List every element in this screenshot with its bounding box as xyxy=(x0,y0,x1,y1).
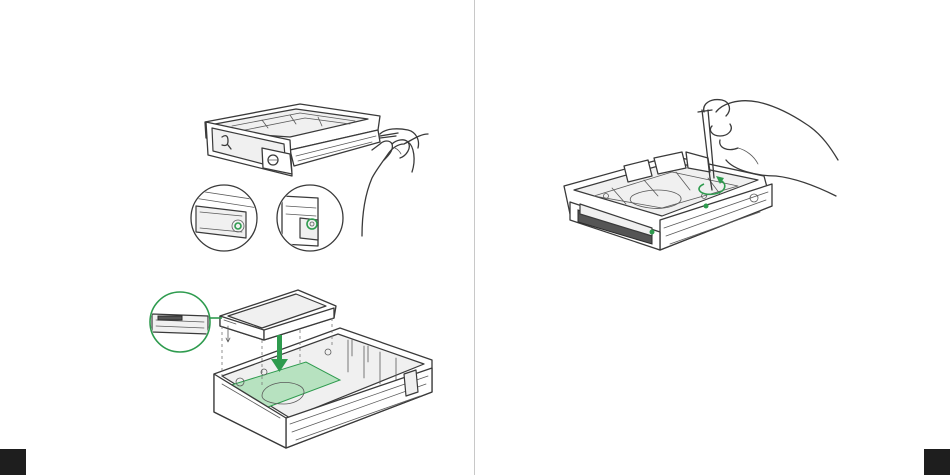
page-marker-right xyxy=(924,449,950,475)
ssd-drive xyxy=(220,290,336,340)
page-divider xyxy=(474,0,475,475)
connector-zoom-detail xyxy=(150,292,222,352)
drive-tray-with-ssd xyxy=(564,152,772,250)
ssd-install-into-tray-illustration xyxy=(0,0,474,475)
manual-page-right xyxy=(476,0,950,475)
drive-tray-open xyxy=(214,328,432,448)
manual-page-left xyxy=(0,0,474,475)
screw-fastening-illustration xyxy=(476,0,950,475)
page-marker-left xyxy=(0,449,26,475)
